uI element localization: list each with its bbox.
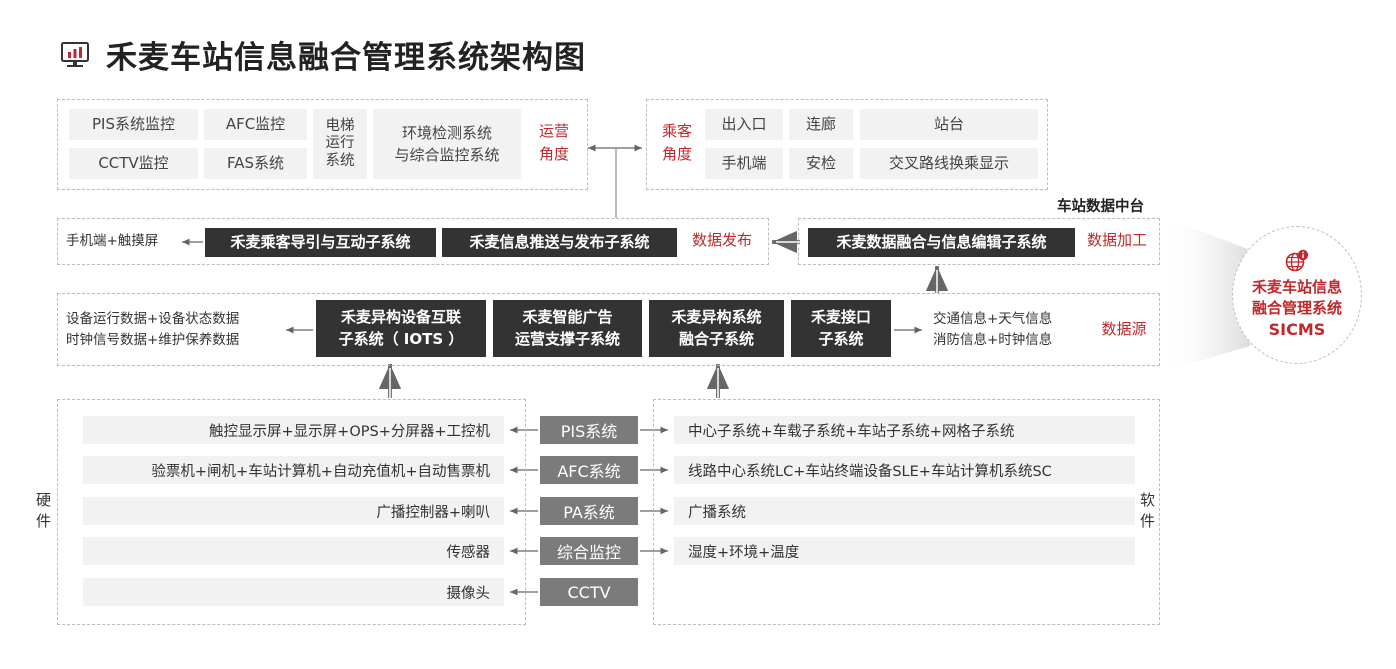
software-label: 软 件: [1140, 491, 1156, 530]
publish-label: 数据发布: [691, 231, 752, 249]
ops-cell-cctv: CCTV监控: [69, 148, 198, 179]
source-right-text: 交通信息+天气信息 消防信息+时钟信息: [933, 311, 1053, 348]
passenger-cell-entrance: 出入口: [705, 109, 783, 140]
passenger-cell-mobile: 手机端: [705, 148, 783, 179]
passenger-cell-corridor: 连廊: [789, 109, 853, 140]
source-box-interface: 禾麦接口 子系统: [791, 300, 891, 357]
software-row-monitoring: 湿度+环境+温度: [674, 537, 1135, 565]
publish-group: [57, 218, 769, 265]
passenger-cell-security: 安检: [789, 148, 853, 179]
publish-output-text: 手机端+触摸屏: [66, 233, 159, 249]
title-icon-wrap: [60, 40, 90, 70]
software-row-pa: 广播系统: [674, 497, 1135, 525]
sicms-badge: 禾麦车站信息 融合管理系统 SICMS: [1232, 226, 1362, 364]
hardware-row-cctv: 摄像头: [83, 578, 504, 606]
processing-group: [798, 218, 1160, 265]
software-row-afc: 线路中心系统LC+车站终端设备SLE+车站计算机系统SC: [674, 456, 1135, 484]
source-box-iots: 禾麦异构设备互联 子系统（ IOTS ）: [316, 300, 486, 357]
operations-label: 运营 角度: [538, 122, 569, 163]
badge-line3: SICMS: [1268, 319, 1326, 339]
badge-line2: 融合管理系统: [1251, 298, 1342, 317]
hardware-label: 硬 件: [36, 491, 52, 530]
passenger-cell-platform: 站台: [860, 109, 1038, 140]
page-title: 禾麦车站信息融合管理系统架构图: [106, 40, 586, 76]
middle-platform-label: 车站数据中台: [1057, 199, 1144, 215]
hardware-row-monitoring: 传感器: [83, 537, 504, 565]
ops-cell-elevator: 电梯 运行 系统: [313, 109, 367, 179]
operations-group: [57, 99, 588, 190]
hardware-row-pa: 广播控制器+喇叭: [83, 497, 504, 525]
system-box-pa: PA系统: [540, 497, 638, 525]
source-left-text: 设备运行数据+设备状态数据 时钟信号数据+维护保养数据: [66, 311, 240, 348]
system-arrows: [509, 426, 668, 596]
globe-info-icon: [1285, 249, 1309, 272]
source-label: 数据源: [1101, 320, 1147, 338]
hardware-row-pis: 触控显示屏+显示屏+OPS+分屏器+工控机: [83, 416, 504, 444]
badge-line1: 禾麦车站信息: [1251, 277, 1342, 296]
ops-cell-afc: AFC监控: [204, 109, 307, 140]
publish-box-push: 禾麦信息推送与发布子系统: [442, 228, 677, 257]
processing-box: 禾麦数据融合与信息编辑子系统: [808, 228, 1075, 257]
system-box-monitoring: 综合监控: [540, 537, 638, 565]
ops-cell-environment: 环境检测系统 与综合监控系统: [373, 109, 521, 179]
monitor-chart-icon: [61, 42, 89, 67]
software-group: [653, 399, 1160, 625]
ops-cell-fas: FAS系统: [204, 148, 307, 179]
source-box-fusion: 禾麦异构系统 融合子系统: [649, 300, 784, 357]
processing-label: 数据加工: [1086, 231, 1147, 249]
hardware-row-afc: 验票机+闸机+车站计算机+自动充值机+自动售票机: [83, 456, 504, 484]
passenger-label: 乘客 角度: [661, 122, 692, 163]
passenger-cell-transfer: 交叉路线换乘显示: [860, 148, 1038, 179]
source-group: [57, 293, 1160, 366]
system-box-pis: PIS系统: [540, 416, 638, 444]
source-box-ads: 禾麦智能广告 运营支撑子系统: [493, 300, 642, 357]
badge-cone: [1162, 216, 1250, 372]
system-box-afc: AFC系统: [540, 456, 638, 484]
software-row-pis: 中心子系统+车载子系统+车站子系统+网格子系统: [674, 416, 1135, 444]
passenger-group: [646, 99, 1048, 190]
hardware-group: [57, 399, 526, 625]
ops-cell-pis: PIS系统监控: [69, 109, 198, 140]
publish-box-guidance: 禾麦乘客导引与互动子系统: [205, 228, 436, 257]
system-box-cctv: CCTV: [540, 578, 638, 606]
